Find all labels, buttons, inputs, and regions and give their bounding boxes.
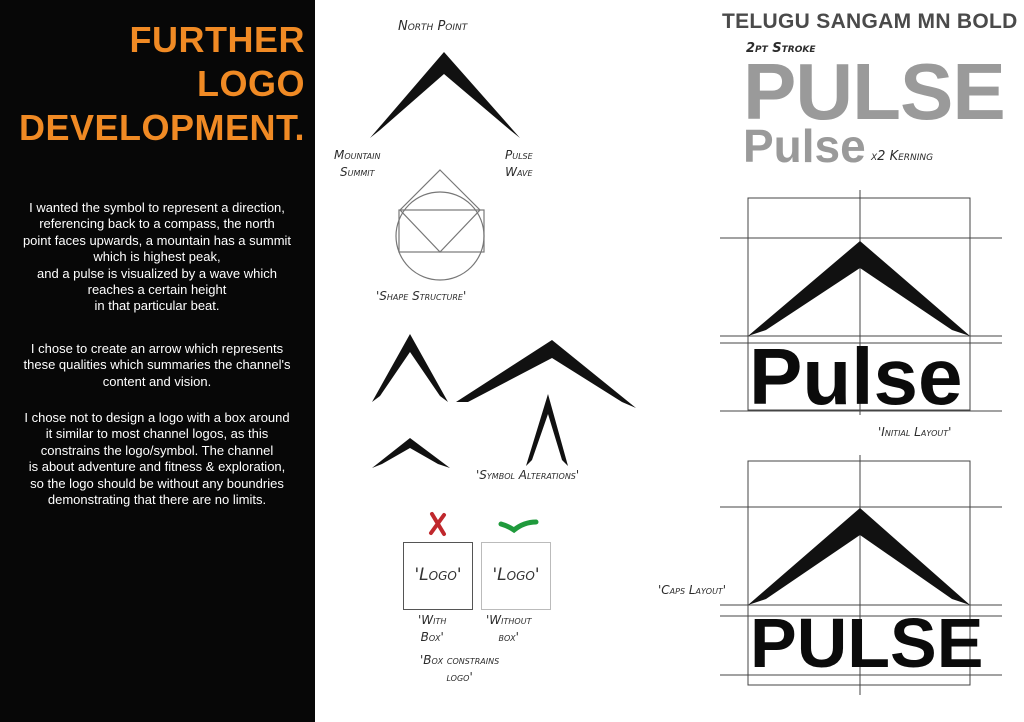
caps-layout-label: 'Caps Layout' bbox=[658, 583, 727, 597]
pulse-wave-label: Pulse Wave bbox=[505, 147, 533, 181]
with-box-text: 'Logo' bbox=[414, 565, 462, 585]
caps-layout-wordmark: PULSE bbox=[750, 604, 984, 682]
font-name: TELUGU SANGAM MN BOLD bbox=[722, 10, 1018, 33]
label-line: Wave bbox=[505, 165, 533, 179]
text-line: so the logo should be without any boundr… bbox=[30, 475, 284, 491]
label-line: Box' bbox=[420, 630, 444, 644]
text-line: in that particular beat. bbox=[94, 298, 220, 314]
symbol-alterations-icon bbox=[372, 334, 636, 468]
box-constrains-caption: 'Box constrains logo' bbox=[420, 652, 499, 686]
text-line: constrains the logo/symbol. The channel bbox=[40, 442, 274, 458]
text-line: content and vision. bbox=[102, 373, 212, 389]
label-line: Pulse bbox=[505, 148, 533, 162]
without-box-example: 'Logo' bbox=[481, 542, 551, 610]
text-line: demonstrating that there are no limits. bbox=[47, 492, 267, 508]
text-line: is about adventure and fitness & explora… bbox=[28, 459, 286, 475]
label-line: logo' bbox=[446, 670, 473, 684]
shape-structure-icon bbox=[395, 169, 485, 281]
symbol-alterations-label: 'Symbol Alterations' bbox=[476, 468, 580, 482]
page-title: FURTHER LOGO DEVELOPMENT. bbox=[19, 18, 305, 150]
mountain-summit-label: Mountain Summit bbox=[334, 147, 380, 181]
mixed-sample: Pulse bbox=[743, 120, 866, 172]
text-line: and a pulse is visualized by a wave whic… bbox=[37, 265, 277, 281]
text-line: these qualities which summaries the chan… bbox=[23, 357, 291, 373]
with-box-example: 'Logo' bbox=[403, 542, 473, 610]
caps-layout-grid bbox=[720, 455, 1002, 695]
label-line: box' bbox=[498, 630, 519, 644]
initial-layout-label: 'Initial Layout' bbox=[878, 425, 952, 439]
text-line: reaches a certain height bbox=[87, 282, 227, 298]
shape-structure-label: 'Shape Structure' bbox=[376, 289, 467, 303]
title-line-2: LOGO bbox=[197, 63, 305, 104]
text-line: point faces upwards, a mountain has a su… bbox=[22, 232, 292, 248]
paragraph-no-box: I chose not to design a logo with a box … bbox=[4, 410, 310, 508]
left-panel: FURTHER LOGO DEVELOPMENT. I wanted the s… bbox=[0, 0, 315, 722]
north-point-label: North Point bbox=[398, 19, 468, 34]
label-line: 'Without bbox=[486, 613, 532, 627]
initial-layout-wordmark: Pulse bbox=[749, 332, 963, 421]
text-line: I chose not to design a logo with a box … bbox=[24, 410, 290, 425]
without-box-label: 'Without box' bbox=[486, 612, 531, 646]
text-line: it similar to most channel logos, as thi… bbox=[45, 426, 269, 442]
without-box-text: 'Logo' bbox=[492, 565, 540, 585]
label-line: 'Box constrains bbox=[420, 653, 500, 667]
accept-check-icon bbox=[498, 519, 539, 534]
stroke-note: 2pt Stroke bbox=[746, 41, 816, 56]
with-box-label: 'With Box' bbox=[418, 612, 446, 646]
text-line: I chose to create an arrow which represe… bbox=[30, 341, 284, 356]
reject-cross-icon bbox=[429, 512, 446, 536]
text-line: I wanted the symbol to represent a direc… bbox=[29, 200, 285, 215]
paragraph-direction: I wanted the symbol to represent a direc… bbox=[4, 200, 310, 315]
paragraph-arrow: I chose to create an arrow which represe… bbox=[4, 341, 310, 390]
label-line: Summit bbox=[339, 165, 375, 179]
kerning-note: x2 Kerning bbox=[871, 149, 934, 164]
arrow-symbol-icon bbox=[370, 52, 520, 138]
title-line-1: FURTHER bbox=[129, 19, 305, 60]
title-line-3: DEVELOPMENT. bbox=[18, 107, 305, 148]
text-line: referencing back to a compass, the north bbox=[39, 216, 275, 232]
initial-layout-grid bbox=[720, 190, 1002, 415]
label-line: Mountain bbox=[334, 148, 381, 162]
text-line: which is highest peak, bbox=[93, 249, 221, 265]
caps-sample: PULSE bbox=[743, 47, 1006, 136]
label-line: 'With bbox=[418, 613, 447, 627]
